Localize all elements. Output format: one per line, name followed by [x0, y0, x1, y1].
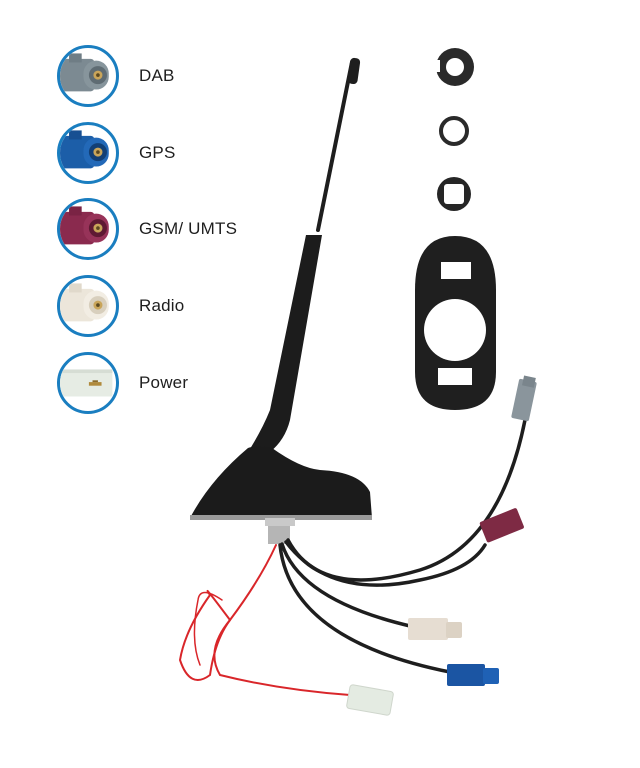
legend-label-radio: Radio [139, 296, 185, 315]
cable-connector-dab [511, 375, 537, 422]
connector-power-icon [57, 352, 119, 414]
o-ring-icon [439, 116, 469, 146]
legend-item-power: Power [57, 348, 287, 418]
retainer-nut-icon [434, 48, 474, 86]
cable-connector-gsm-umts [479, 508, 524, 543]
antenna-base [190, 446, 372, 544]
legend-label-gsm-umts: GSM/ UMTS [139, 219, 238, 238]
cable-connector-gps [447, 664, 499, 686]
legend-label-dab: DAB [139, 66, 175, 85]
legend-item-dab: DAB [57, 41, 287, 111]
connector-gps-icon [57, 122, 119, 184]
legend-item-gsm-umts: GSM/ UMTS [57, 194, 287, 264]
cable-connector-radio [408, 618, 462, 640]
cable-connector-power [346, 684, 394, 716]
legend-label-power: Power [139, 373, 189, 392]
cables [178, 418, 527, 696]
connector-radio-icon [57, 275, 119, 337]
legend-label-gps: GPS [139, 143, 176, 162]
connector-dab-icon [57, 45, 119, 107]
square-washer-icon [437, 177, 471, 211]
base-gasket-icon [415, 236, 496, 410]
legend-item-radio: Radio [57, 271, 287, 341]
legend-item-gps: GPS [57, 118, 287, 188]
connector-gsm-umts-icon [57, 198, 119, 260]
antenna-mast [248, 57, 361, 452]
